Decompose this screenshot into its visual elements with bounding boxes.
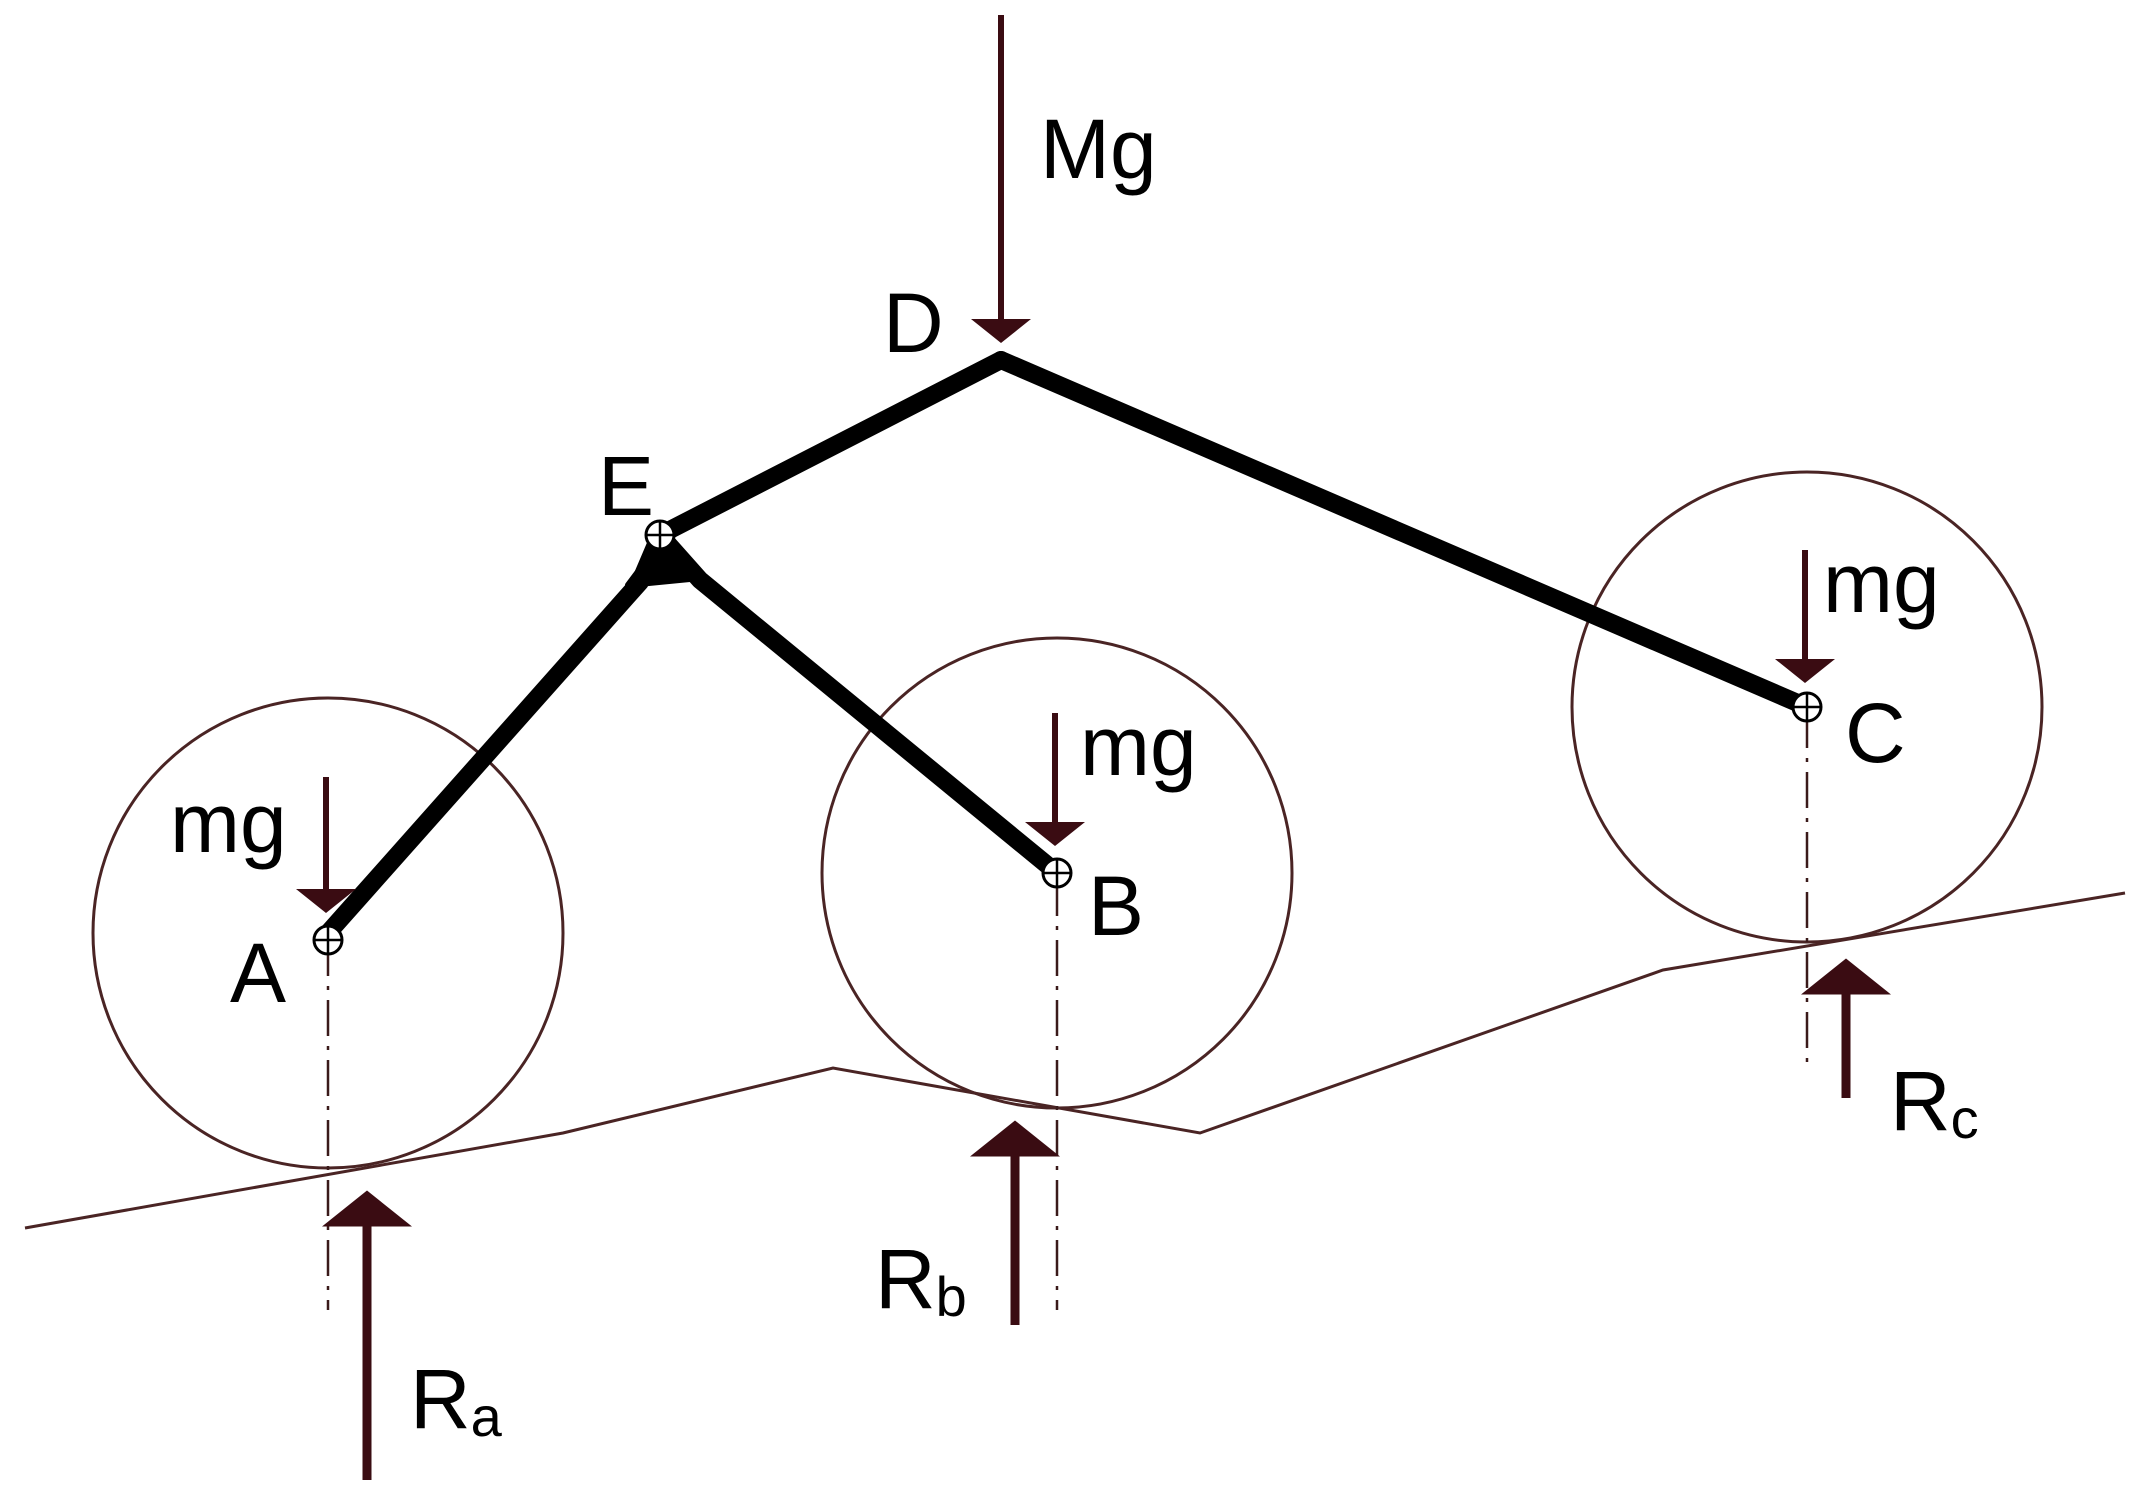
link-e-d: [651, 351, 1010, 544]
link-e-b: [651, 526, 1066, 882]
weight-a-label: mg: [170, 776, 287, 870]
weight-c-label: mg: [1823, 536, 1940, 630]
joint-a: [312, 924, 344, 956]
gusset-e: [625, 537, 703, 588]
reaction-a-sub: a: [471, 1385, 503, 1448]
point-b-label: B: [1088, 859, 1144, 953]
reaction-c-label: Rc: [1890, 1054, 1979, 1150]
joint-c: [1791, 691, 1823, 723]
point-a-label: A: [230, 926, 286, 1020]
reaction-c-sub: c: [1951, 1087, 1979, 1150]
reaction-b-sub: b: [936, 1265, 967, 1328]
point-e-label: E: [598, 439, 654, 533]
weight-b-label: mg: [1080, 699, 1197, 793]
reaction-b-label: Rb: [875, 1232, 967, 1328]
reaction-a-main: R: [410, 1352, 471, 1446]
link-a-e: [319, 526, 669, 942]
reaction-a-label: Ra: [410, 1352, 503, 1448]
frame: [319, 351, 1816, 942]
link-d-c: [992, 351, 1816, 716]
reaction-c-main: R: [1890, 1054, 1951, 1148]
point-d-label: D: [883, 276, 944, 370]
terrain-line: [24, 891, 2126, 1230]
load-label: Mg: [1040, 102, 1157, 196]
joint-b: [1041, 857, 1073, 889]
joint-e: [644, 519, 676, 551]
reaction-b-main: R: [875, 1232, 936, 1326]
point-c-label: C: [1845, 686, 1906, 780]
